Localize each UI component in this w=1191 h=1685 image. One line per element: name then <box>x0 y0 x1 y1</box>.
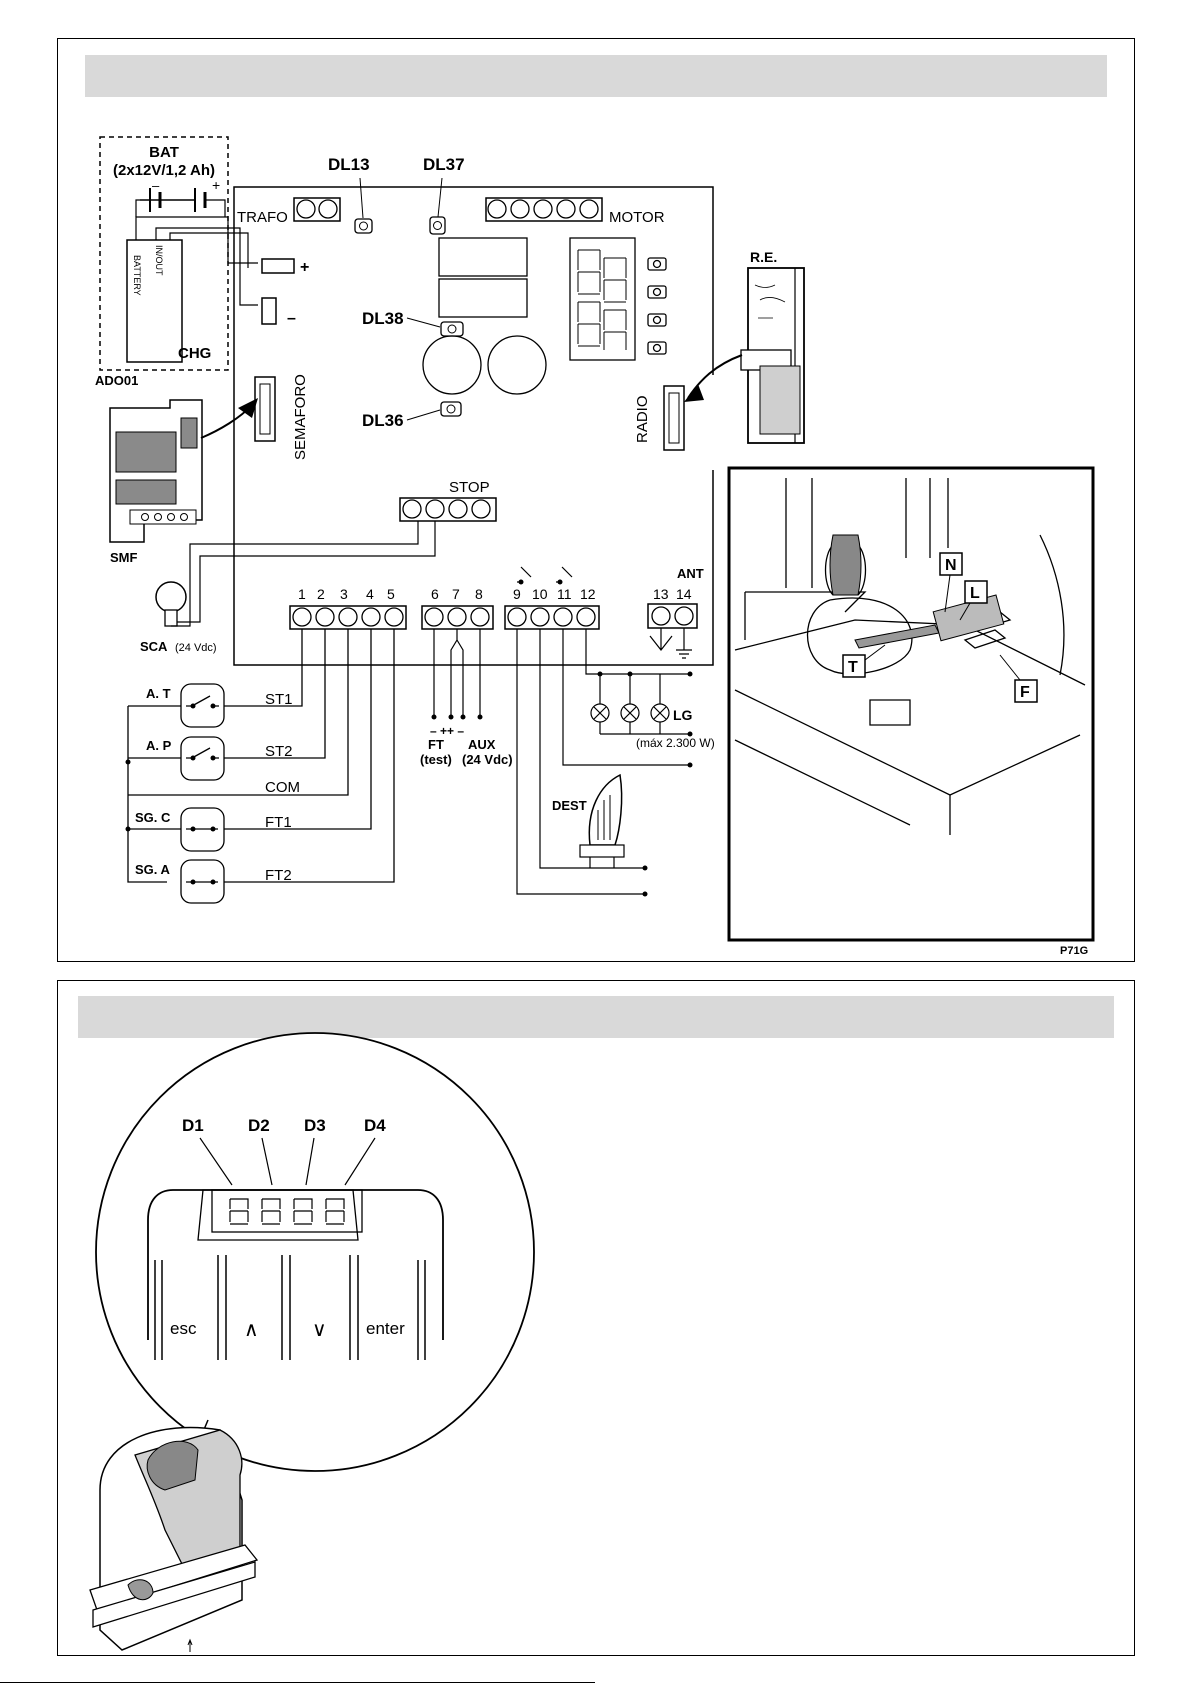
down-button[interactable]: ∨ <box>312 1319 327 1341</box>
digit-label-d3: D3 <box>304 1116 326 1135</box>
enter-button[interactable]: enter <box>366 1319 405 1338</box>
digit-label-d4: D4 <box>364 1116 386 1135</box>
page-footer-rule <box>0 1682 595 1683</box>
esc-button[interactable]: esc <box>170 1319 197 1338</box>
digit-label-d1: D1 <box>182 1116 204 1135</box>
digit-label-d2: D2 <box>248 1116 270 1135</box>
zoom-circle <box>96 1033 534 1471</box>
operator-housing <box>90 1420 257 1652</box>
up-button[interactable]: ∧ <box>244 1319 259 1341</box>
